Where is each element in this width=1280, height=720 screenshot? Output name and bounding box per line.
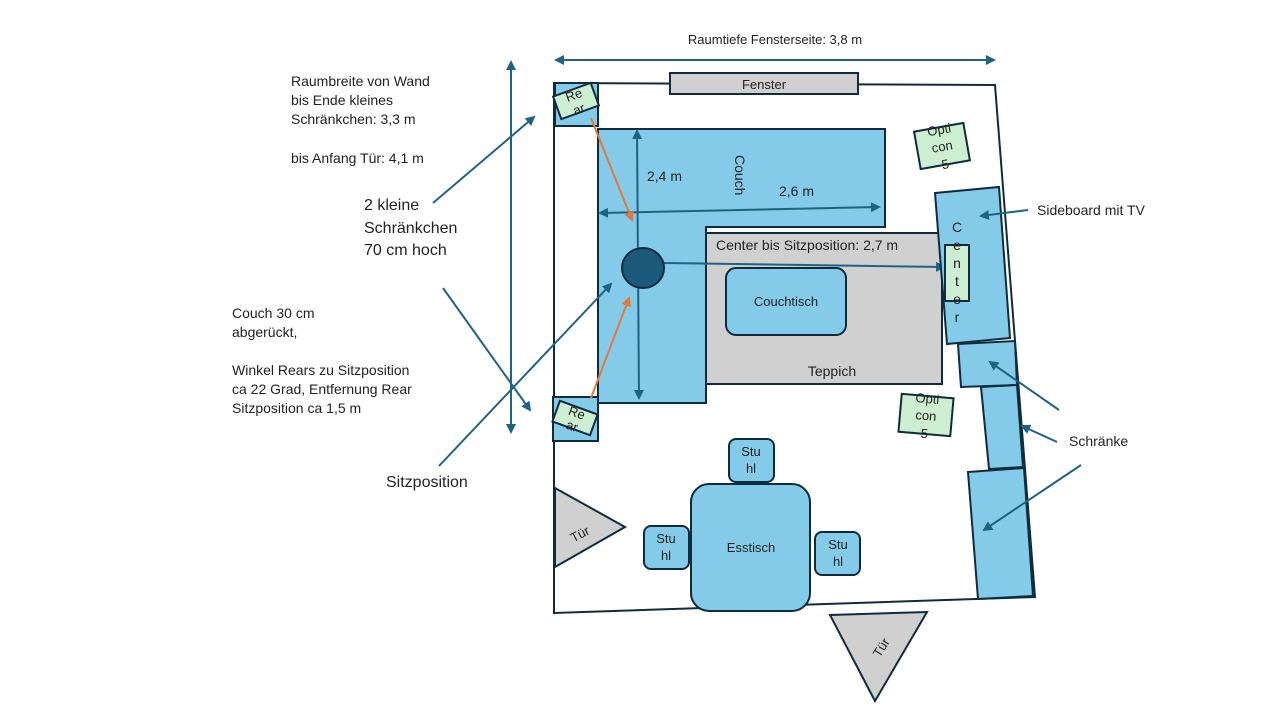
- small-cabinets-arrow-bottom: [442, 287, 532, 412]
- rug-label: Teppich: [808, 363, 856, 379]
- svg-text:hl: hl: [746, 461, 756, 476]
- svg-text:Stu: Stu: [828, 537, 848, 552]
- svg-text:C: C: [952, 219, 962, 235]
- opticon-speaker-bottom: Opti con 5: [897, 390, 955, 442]
- cabinets-arrow-1: [988, 360, 1060, 411]
- room-width-annotation: Raumbreite von Wand bis Ende kleines Sch…: [291, 73, 430, 166]
- small-cabinets-annotation: 2 kleine Schränkchen 70 cm hoch: [364, 197, 457, 259]
- svg-text:Sitzposition ca 1,5 m: Sitzposition ca 1,5 m: [232, 400, 361, 416]
- svg-text:5: 5: [940, 156, 950, 172]
- svg-text:Opti: Opti: [915, 390, 940, 407]
- dining-table-label: Esstisch: [727, 540, 775, 555]
- svg-text:5: 5: [920, 426, 929, 442]
- svg-text:bis Anfang Tür: 4,1 m: bis Anfang Tür: 4,1 m: [291, 150, 424, 166]
- svg-text:e: e: [953, 291, 961, 307]
- cabinets-arrow-3: [982, 464, 1082, 532]
- svg-text:Raumbreite von Wand: Raumbreite von Wand: [291, 73, 430, 89]
- center-speaker-label: C e n t e r: [952, 219, 962, 325]
- svg-text:Couch 30 cm: Couch 30 cm: [232, 305, 314, 321]
- cabinets-arrow-2: [1020, 424, 1058, 443]
- svg-text:ca 22 Grad, Entfernung Rear: ca 22 Grad, Entfernung Rear: [232, 381, 412, 397]
- sideboard-label: Sideboard mit TV: [1037, 202, 1146, 218]
- svg-text:Winkel Rears zu Sitzposition: Winkel Rears zu Sitzposition: [232, 362, 409, 378]
- sideboard-arrow: [979, 209, 1029, 220]
- svg-text:hl: hl: [661, 548, 671, 563]
- window-label: Fenster: [742, 77, 787, 92]
- svg-text:Stu: Stu: [741, 444, 761, 459]
- seat-position-label: Sitzposition: [386, 474, 468, 491]
- cabinets-label: Schränke: [1069, 433, 1128, 449]
- rear-speaker-top: Re ar: [551, 81, 601, 121]
- rear-bottom-to-seat-arrow: [590, 296, 631, 399]
- svg-text:70 cm hoch: 70 cm hoch: [364, 242, 447, 259]
- window: [669, 72, 859, 95]
- seat-position-arrow: [438, 282, 613, 467]
- center-to-seat-arrow: [663, 261, 946, 272]
- svg-text:n: n: [953, 255, 961, 271]
- svg-text:2 kleine: 2 kleine: [364, 197, 419, 214]
- svg-text:Re: Re: [567, 403, 588, 423]
- couch-vertical-label: 2,4 m: [647, 168, 682, 184]
- svg-text:con: con: [930, 137, 953, 155]
- couch-horizontal-arrow: [598, 202, 881, 218]
- svg-text:con: con: [915, 407, 937, 424]
- couch-notes-annotation: Couch 30 cm abgerückt, Winkel Rears zu S…: [232, 305, 412, 416]
- coffee-table: [725, 267, 847, 336]
- center-speaker: [944, 244, 970, 302]
- door-left: Tür: [554, 486, 628, 569]
- small-cabinets-arrow-top: [432, 115, 536, 204]
- chair-top: Stu hl: [728, 438, 775, 483]
- door-bottom: Tür: [828, 610, 929, 704]
- center-to-seat-label: Center bis Sitzposition: 2,7 m: [716, 237, 898, 253]
- dining-table: [690, 483, 811, 612]
- svg-text:Schränkchen: 3,3 m: Schränkchen: 3,3 m: [291, 111, 416, 127]
- seat-position-marker: [621, 247, 665, 289]
- sideboard: [933, 185, 1012, 346]
- svg-text:Stu: Stu: [656, 531, 676, 546]
- svg-text:bis Ende kleines: bis Ende kleines: [291, 92, 393, 108]
- couch-label: Couch: [732, 155, 748, 195]
- room-depth-label: Raumtiefe Fensterseite: 3,8 m: [688, 32, 862, 47]
- svg-text:r: r: [955, 309, 960, 325]
- svg-text:hl: hl: [833, 554, 843, 569]
- svg-text:Re: Re: [563, 85, 584, 105]
- svg-text:Opti: Opti: [926, 120, 952, 139]
- opticon-speaker-top: Opti con 5: [912, 120, 972, 172]
- svg-text:Schränkchen: Schränkchen: [364, 220, 457, 237]
- cabinet-1: [956, 339, 1019, 389]
- coffee-table-label: Couchtisch: [754, 294, 818, 309]
- svg-text:e: e: [953, 237, 961, 253]
- chair-right: Stu hl: [814, 531, 861, 576]
- rear-speaker-bottom: Re ar: [551, 399, 599, 437]
- rear-top-to-seat-arrow: [590, 117, 634, 222]
- couch-horizontal-label: 2,6 m: [779, 183, 814, 199]
- cabinet-3: [966, 466, 1035, 601]
- cabinet-2: [979, 383, 1025, 471]
- chair-left: Stu hl: [643, 525, 690, 570]
- svg-text:t: t: [955, 273, 959, 289]
- svg-text:abgerückt,: abgerückt,: [232, 324, 297, 340]
